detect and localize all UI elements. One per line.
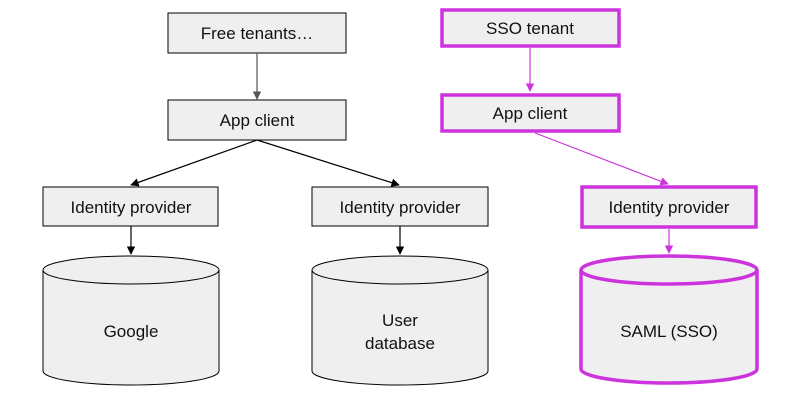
saml-sso-database: SAML (SSO)	[579, 254, 759, 385]
sso-tenant-node: SSO tenant	[440, 8, 621, 48]
identity-provider-right-node: Identity provider	[580, 185, 758, 229]
saml-sso-label: SAML (SSO)	[620, 322, 718, 341]
google-label: Google	[104, 322, 159, 341]
identity-provider-left-node: Identity provider	[42, 186, 219, 227]
identity-provider-right-label: Identity provider	[609, 198, 730, 217]
app-client-left-node: App client	[167, 99, 347, 141]
user-database-label-line1: User	[382, 311, 418, 330]
free-tenants-node: Free tenants…	[167, 12, 347, 54]
arrow-app-client-to-identity-right	[534, 132, 669, 186]
sso-tenant-label: SSO tenant	[486, 19, 574, 38]
user-database: User database	[311, 255, 489, 386]
app-client-right-node: App client	[440, 93, 621, 133]
user-database-label-line2: database	[365, 334, 435, 353]
google-database: Google	[42, 255, 220, 386]
identity-provider-middle-label: Identity provider	[340, 198, 461, 217]
app-client-left-label: App client	[220, 111, 295, 130]
free-tenants-label: Free tenants…	[201, 24, 313, 43]
arrow-app-client-to-identity-left	[130, 139, 258, 187]
arrow-app-client-to-identity-middle	[256, 139, 400, 187]
identity-provider-middle-node: Identity provider	[311, 186, 489, 227]
app-client-right-label: App client	[493, 104, 568, 123]
identity-provider-left-label: Identity provider	[71, 198, 192, 217]
